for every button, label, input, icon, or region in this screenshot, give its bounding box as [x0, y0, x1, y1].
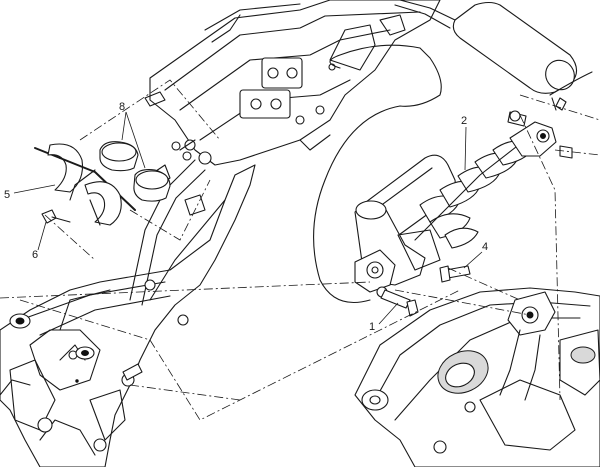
- callout-5: 5: [4, 189, 10, 201]
- bolt-part-1: [380, 289, 419, 317]
- swingarm: [354, 287, 600, 467]
- main-frame: [0, 139, 256, 467]
- callout-1: 1: [369, 321, 375, 333]
- bolt-part-4: [439, 265, 471, 283]
- washer-upper-left: [9, 313, 31, 329]
- shock-reservoir-canister: [394, 0, 578, 94]
- screw-part-6: [41, 209, 71, 224]
- cable-clamp-assembly: [34, 141, 171, 226]
- rear-subframe: [144, 0, 441, 166]
- rear-shock-absorber: [354, 121, 557, 298]
- washer-middle-left: [75, 346, 95, 360]
- callout-8: 8: [119, 101, 125, 113]
- bolt-upper-mount: [507, 97, 573, 159]
- reservoir-hose: [313, 44, 442, 304]
- callout-leaders: [13, 111, 483, 325]
- callout-2: 2: [461, 115, 467, 127]
- assembly-centerlines: [0, 79, 600, 421]
- bolt-frame-lower: [122, 363, 143, 381]
- callout-6: 6: [32, 249, 38, 261]
- callout-4: 4: [482, 241, 488, 253]
- shock-spring: [414, 139, 536, 249]
